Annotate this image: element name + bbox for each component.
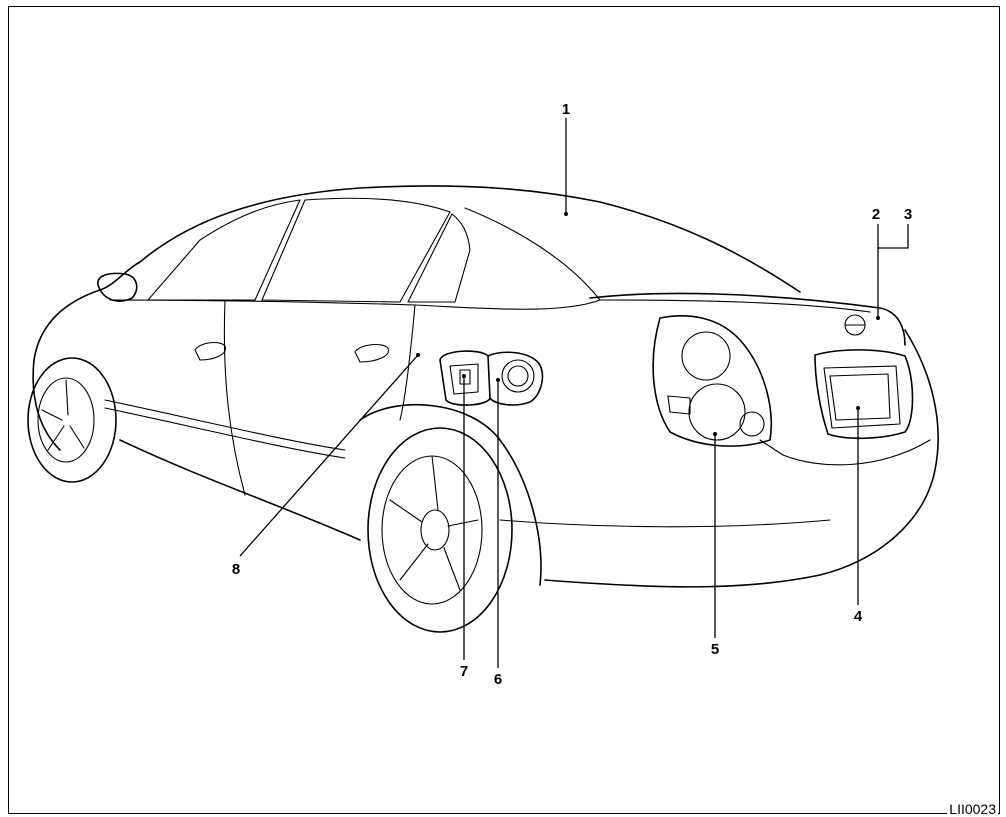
- trunk-emblem: [844, 314, 866, 336]
- leader-lines: [239, 118, 909, 668]
- callout-7: 7: [460, 663, 468, 680]
- callout-1: 1: [562, 101, 570, 118]
- fuel-filler-area: [439, 350, 544, 406]
- callout-8: 8: [232, 561, 240, 578]
- rear-wheel: [359, 403, 542, 633]
- callout-3: 3: [904, 206, 912, 223]
- rear-combination-lamp: [652, 315, 773, 447]
- figure-frame: [8, 6, 1000, 814]
- callout-6: 6: [494, 671, 502, 688]
- front-wheel: [27, 357, 117, 483]
- license-plate-area: [814, 349, 914, 440]
- callout-4: 4: [854, 608, 863, 625]
- car-body-outline: [32, 185, 939, 588]
- callout-labels: 1 2 3 4 5 6 7 8: [232, 101, 912, 688]
- callout-5: 5: [711, 641, 719, 658]
- callout-2: 2: [872, 206, 880, 223]
- figure-code: LII0023: [947, 801, 998, 817]
